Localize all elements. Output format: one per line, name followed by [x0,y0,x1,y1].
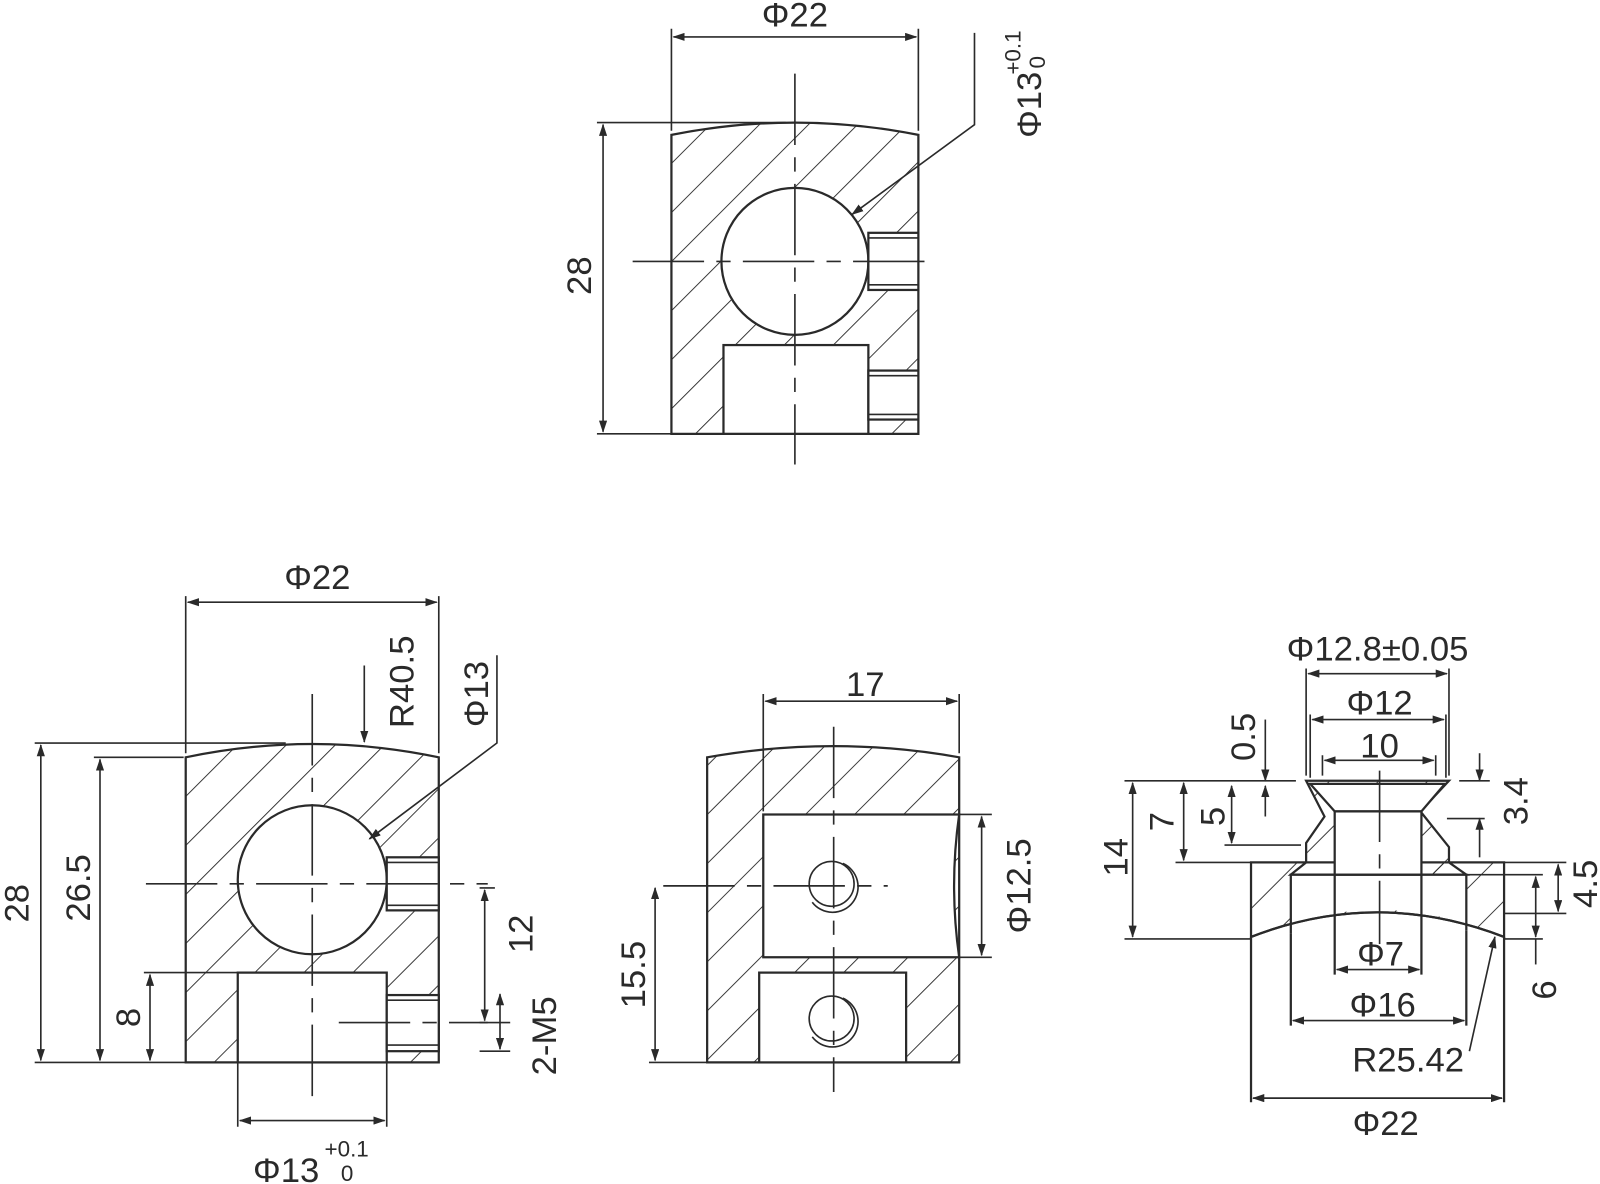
bore-leader [368,655,498,840]
svg-text:+0.1: +0.1 [1000,30,1025,74]
dim-height-label: 28 [561,256,599,295]
thread-hole [808,995,855,1042]
svg-text:0: 0 [1025,56,1050,68]
cone-height-label: 7 [1143,812,1181,831]
cavity-label: Φ16 [1350,986,1416,1024]
lip-label: 0.5 [1225,713,1263,761]
right-section-view: Φ12.8±0.05 Φ12 10 0.5 14 7 5 3.4 4.5 6 Φ… [1098,630,1600,1142]
dim-height-label: 14 [1098,838,1136,877]
middle-pocket [758,971,908,1064]
radius-leader [1468,935,1497,1052]
centerline [632,73,936,465]
dim-height-label: 28 [0,884,37,923]
flange-label: 4.5 [1567,860,1600,908]
left-section-view: Φ22 R40.5 Φ13 28 26.5 8 12 2-M5 Φ13 +0.1… [0,559,564,1184]
radius-label: R40.5 [383,636,421,729]
dim-hole-spacing-label: 12 [503,915,541,954]
dim-width-label: Φ22 [762,0,828,35]
depth-label: 6 [1526,980,1564,999]
cone-inner-label: 5 [1194,807,1232,826]
bore-label: Φ13 [1011,72,1049,138]
pocket-label: Φ13 [253,1152,319,1184]
inner-label: 10 [1360,727,1399,765]
bore-leader [851,32,976,216]
bore-label: Φ7 [1357,935,1404,973]
top-section-view: Φ22 28 Φ13 +0.1 0 [561,0,1050,465]
groove-label: 3.4 [1498,777,1536,825]
svg-text:+0.1: +0.1 [324,1136,368,1161]
top-label: Φ12 [1346,684,1412,722]
thread-hole [808,860,855,908]
bore-label: Φ12.5 [1001,838,1039,933]
right-bore [1333,810,1423,876]
dim-width-label: 17 [846,666,885,704]
svg-text:0: 0 [341,1161,353,1184]
dim-height2-label: 26.5 [60,854,98,922]
top-side-hole-lower [867,369,920,421]
outer-top-label: Φ12.8±0.05 [1287,630,1469,668]
dim-height-label: 15.5 [615,941,653,1009]
base-label: Φ22 [1353,1105,1419,1143]
thread-label: 2-M5 [526,996,564,1075]
middle-section-view: 17 Φ12.5 15.5 [615,666,1039,1092]
radius-label: R25.42 [1352,1042,1464,1080]
top-pocket [722,343,870,435]
dim-width-label: Φ22 [284,559,350,597]
dim-pocket-height-label: 8 [110,1008,148,1027]
bore-label: Φ13 [458,661,496,727]
